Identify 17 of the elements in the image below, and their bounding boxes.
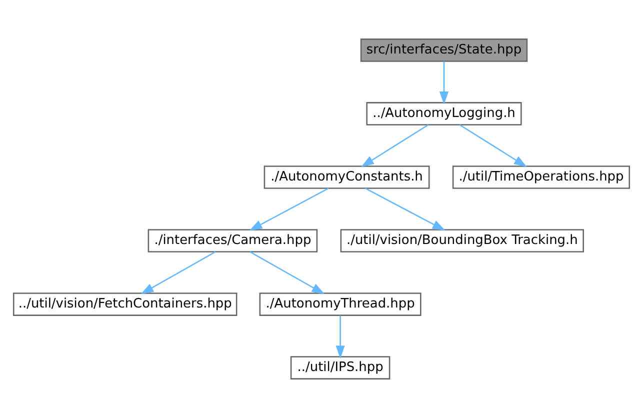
node-box: ./util/vision/BoundingBox Tracking.h <box>340 228 584 252</box>
node-box: ./interfaces/Camera.hpp <box>148 228 318 252</box>
arrow <box>140 250 216 294</box>
node-box: ./AutonomyConstants.h <box>264 165 430 188</box>
node-box: ./util/TimeOperations.hpp <box>452 165 630 188</box>
node-box: ./AutonomyThread.hpp <box>259 292 422 316</box>
arrow <box>365 187 446 230</box>
arrow <box>361 124 429 167</box>
arrow <box>336 315 345 358</box>
arrow <box>249 187 329 230</box>
arrow <box>250 250 325 294</box>
node-box: src/interfaces/State.hpp <box>360 38 528 62</box>
node-box: ../util/vision/FetchContainers.hpp <box>12 292 238 316</box>
node-box: ../AutonomyLogging.h <box>366 102 522 125</box>
node-box: ../util/IPS.hpp <box>290 356 390 379</box>
arrow <box>439 61 449 104</box>
arrow <box>459 124 527 167</box>
